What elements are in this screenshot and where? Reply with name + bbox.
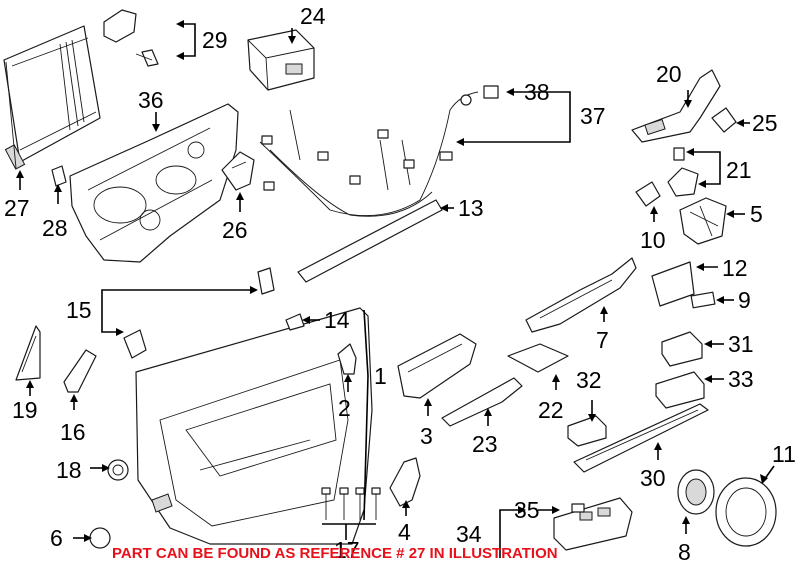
callout-19: 19	[12, 397, 38, 423]
callout-18: 18	[56, 457, 82, 483]
callout-12: 12	[722, 255, 748, 281]
callout-38: 38	[524, 79, 550, 105]
part-32-module	[567, 415, 607, 447]
callout-16: 16	[60, 419, 86, 445]
part-30-sill-strip	[573, 403, 709, 473]
callout-1: 1	[374, 363, 387, 389]
callout-35: 35	[514, 497, 540, 523]
callout-37: 37	[580, 103, 606, 129]
part-29-bracket-bolt	[103, 9, 159, 67]
callout-31: 31	[728, 331, 754, 357]
part-9-cap	[690, 291, 716, 309]
callout-2: 2	[338, 395, 351, 421]
callout-36: 36	[138, 87, 164, 113]
part-18-plug	[107, 459, 129, 481]
part-23-handle-trim	[441, 377, 523, 427]
part-10-button	[635, 181, 661, 207]
part-25-cap	[711, 107, 737, 133]
callout-6: 6	[50, 525, 63, 551]
part-3-door-pocket	[397, 333, 477, 399]
part-11-speaker-cover	[715, 477, 777, 547]
leader-arrows	[16, 20, 768, 542]
callout-26: 26	[222, 217, 248, 243]
callout-21: 21	[726, 157, 752, 183]
part-33-module	[655, 371, 705, 409]
part-1-door-trim-panel	[135, 307, 373, 545]
callout-24: 24	[300, 3, 326, 29]
reference-note: PART CAN BE FOUND AS REFERENCE # 27 IN I…	[112, 545, 558, 562]
callout-30: 30	[640, 465, 666, 491]
callout-33: 33	[728, 366, 754, 392]
callout-17: 17	[334, 537, 360, 563]
part-17-screws	[321, 487, 381, 520]
part-14-clip	[285, 313, 305, 331]
callout-8: 8	[678, 539, 691, 565]
callout-29: 29	[202, 27, 228, 53]
callout-11: 11	[772, 441, 796, 467]
part-26-switch	[221, 151, 255, 191]
part-15-trim-pieces	[123, 267, 275, 359]
part-8-speaker	[677, 469, 715, 515]
callout-7: 7	[596, 327, 609, 353]
part-34-switch-assembly	[553, 497, 633, 551]
callout-25: 25	[752, 110, 778, 136]
part-22-tray	[507, 343, 569, 373]
part-13-trim-strip	[297, 199, 443, 283]
callout-numbers: 1 2 3 4 5 6 7 8 9 10 11 12 13 14 15 16 1…	[4, 3, 796, 565]
callout-32: 32	[576, 367, 602, 393]
part-31-module	[661, 331, 703, 367]
callout-4: 4	[398, 519, 411, 545]
callout-9: 9	[738, 287, 751, 313]
callout-23: 23	[472, 431, 498, 457]
part-4-handle	[389, 457, 421, 507]
part-28-clip	[51, 165, 67, 187]
part-12-trim	[651, 261, 695, 307]
part-24-control-module	[247, 29, 315, 91]
part-2-bracket	[337, 343, 357, 375]
callout-34: 34	[456, 521, 482, 547]
part-6-grommet	[89, 527, 111, 549]
callout-28: 28	[42, 215, 68, 241]
callout-15: 15	[66, 297, 92, 323]
part-21-switch	[667, 147, 699, 197]
part-19-cover	[15, 325, 41, 381]
callout-22: 22	[538, 397, 564, 423]
callout-14: 14	[324, 307, 350, 333]
callout-20: 20	[656, 61, 682, 87]
callout-27: 27	[4, 195, 30, 221]
callout-5: 5	[750, 201, 763, 227]
part-27-sunshade	[3, 25, 101, 170]
part-16-trim	[63, 349, 97, 393]
part-7-armrest	[525, 257, 637, 333]
part-37-wiring-harness	[259, 85, 499, 217]
part-36-door-inner-panel	[69, 103, 239, 263]
callout-3: 3	[420, 423, 433, 449]
callout-13: 13	[458, 195, 484, 221]
part-5-speaker-grille	[679, 197, 727, 245]
callout-10: 10	[640, 227, 666, 253]
